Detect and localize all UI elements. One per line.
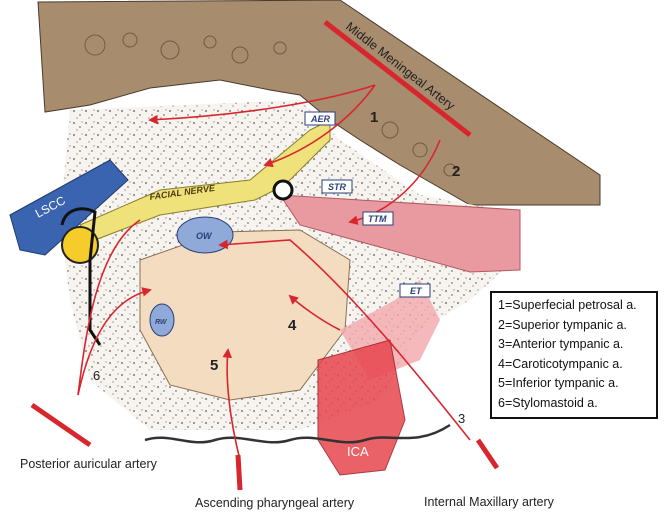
legend-item-2: 2=Superior tympanic a. <box>498 317 627 332</box>
tympanic-outline <box>60 207 102 346</box>
posterior-auricular-label: Posterior auricular artery <box>20 457 158 471</box>
number-2: 2 <box>452 163 460 180</box>
number-1: 1 <box>370 109 378 126</box>
branch-2-superior-tympanic <box>348 139 441 225</box>
legend-item-4: 4=Caroticotympanic a. <box>498 356 623 371</box>
middle-meningeal-artery-bar <box>323 20 472 137</box>
rw-label: RW <box>155 319 168 326</box>
et-box: ET <box>399 283 431 298</box>
branch-3-anterior-tympanic <box>218 239 471 441</box>
number-3: 3 <box>458 411 465 426</box>
ascending-pharyngeal-bar <box>235 454 243 491</box>
ascending-pharyngeal-label: Ascending pharyngeal artery <box>195 496 355 510</box>
arterial-branches <box>77 84 471 461</box>
legend-item-3: 3=Anterior tympanic a. <box>498 337 624 351</box>
stapes-head <box>272 179 294 201</box>
ttm-label: TTM <box>368 214 387 224</box>
facial-nerve <box>79 119 331 241</box>
skull-base-line <box>144 423 451 444</box>
number-5: 5 <box>210 357 218 374</box>
branch-6-stylomastoid <box>77 287 152 396</box>
branch-5-inferior-tympanic <box>222 348 241 461</box>
ica-label: ICA <box>347 444 369 459</box>
branch-1-to-nerve <box>263 84 376 168</box>
str-box: STR <box>321 179 353 194</box>
internal-maxillary-bar <box>475 438 500 470</box>
posterior-auricular-bar <box>30 402 92 448</box>
branch-6-stylomastoid-2 <box>77 219 141 396</box>
legend-item-1: 1=Superfecial petrosal a. <box>498 298 637 312</box>
branch-1-superficial-petrosal <box>148 84 376 125</box>
lscc-canal <box>9 159 129 256</box>
number-6: 6 <box>93 368 100 383</box>
lscc-ampulla <box>61 226 99 264</box>
str-label: STR <box>328 182 347 192</box>
tensor-tympani-muscle <box>279 194 521 273</box>
branch-4-caroticotympanic <box>288 294 341 331</box>
legend-box: 1=Superfecial petrosal a. 2=Superior tym… <box>490 291 658 419</box>
ttm-box: TTM <box>362 211 394 226</box>
legend-item-6: 6=Stylomastoid a. <box>498 395 598 410</box>
round-window <box>149 303 175 337</box>
legend-item-5: 5=Inferior tympanic a. <box>498 376 619 390</box>
aer-box: AER <box>304 111 336 126</box>
ow-label: OW <box>196 231 213 241</box>
internal-maxillary-label: Internal Maxillary artery <box>424 495 555 509</box>
aer-label: AER <box>310 114 331 124</box>
bone-texture <box>84 32 457 177</box>
et-label: ET <box>410 286 423 296</box>
number-4: 4 <box>288 317 297 334</box>
